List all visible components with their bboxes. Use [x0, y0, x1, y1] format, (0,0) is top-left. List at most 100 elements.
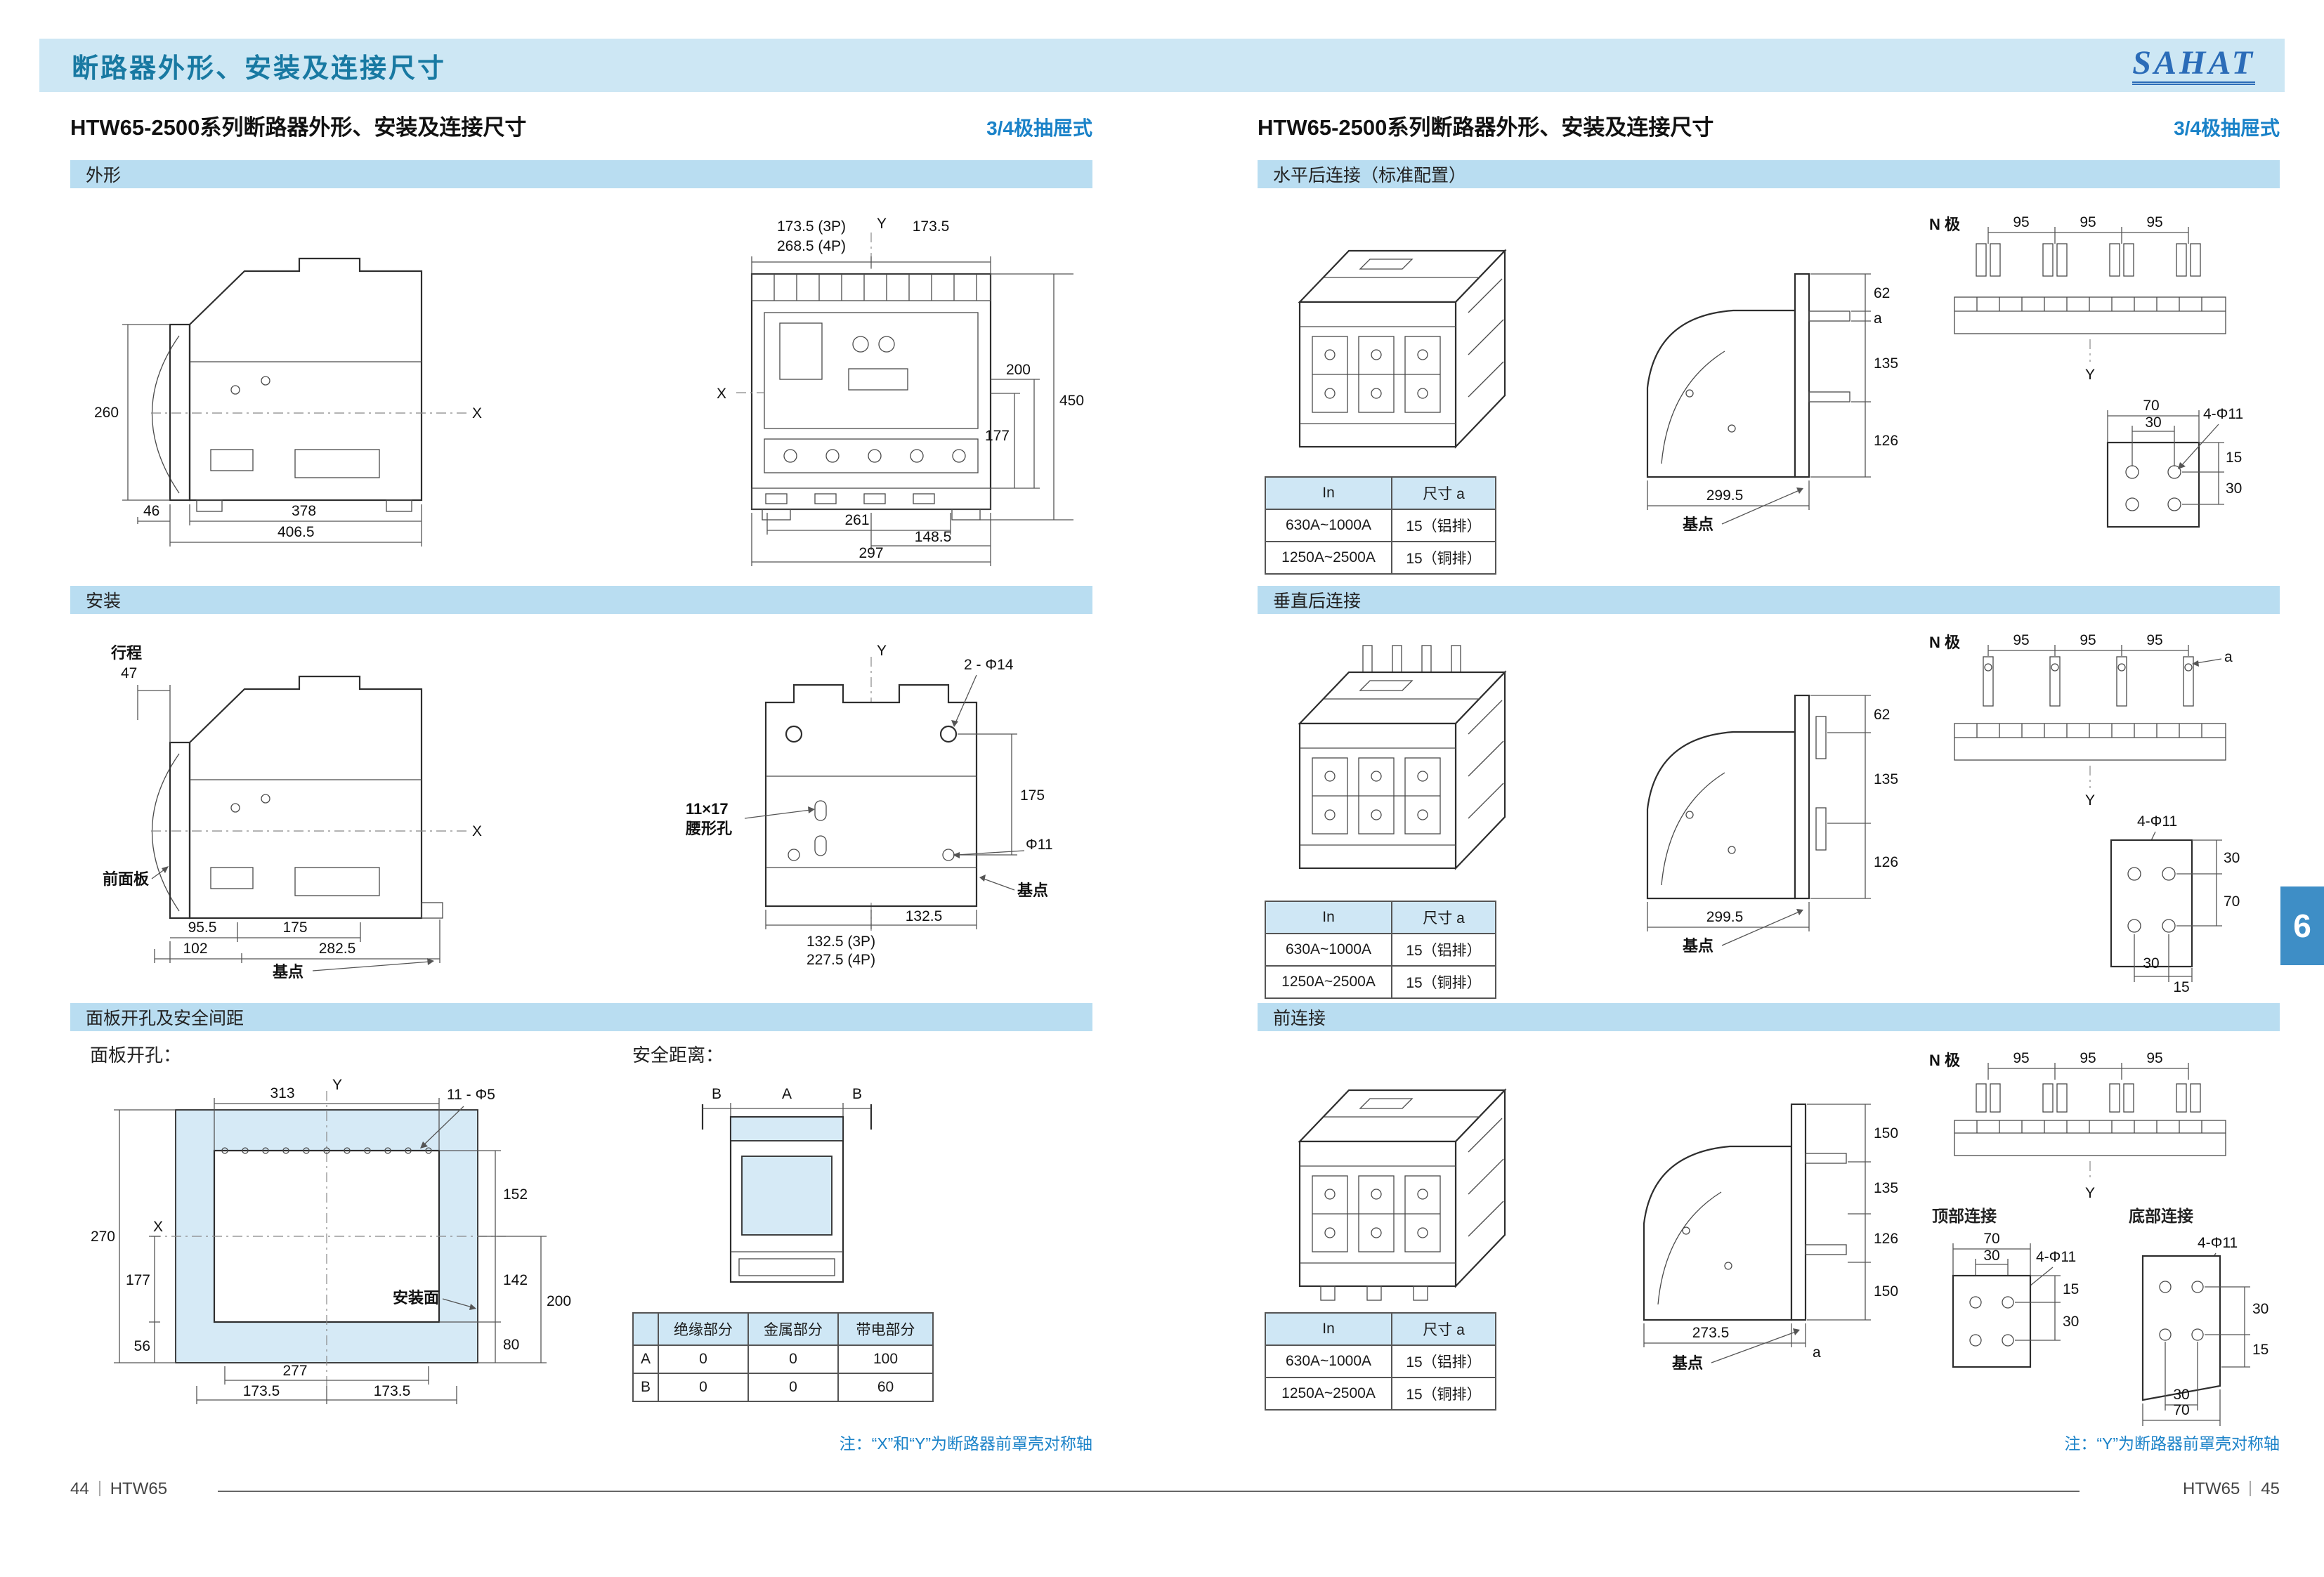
dim-177: 177	[126, 1272, 150, 1288]
current-size-table: In 尺寸 a 630A~1000A 15（铝排） 1250A~2500A 15…	[1265, 901, 1496, 999]
dim-95-2: 95	[2080, 1050, 2096, 1066]
dim-297: 297	[859, 545, 883, 561]
brand-logo: SAHAT	[2132, 45, 2255, 85]
table-row: B 0 0 60	[632, 1373, 934, 1402]
cell: 0	[748, 1344, 840, 1374]
cell: 1250A~2500A	[1265, 1377, 1392, 1411]
section-bar-horizontal: 水平后连接（标准配置）	[1258, 160, 2280, 188]
row-name: B	[632, 1373, 660, 1402]
table-header-row: 绝缘部分 金属部分 带电部分	[632, 1312, 934, 1346]
col-metal: 金属部分	[748, 1312, 840, 1346]
section-title: 垂直后连接	[1273, 591, 1362, 611]
dim-95-1: 95	[2013, 1050, 2029, 1066]
dim-173-left: 173.5	[243, 1383, 280, 1399]
cutout-subtitle: 面板开孔：	[90, 1045, 182, 1066]
section-title: 外形	[86, 166, 122, 185]
cell: 15（铜排）	[1391, 541, 1496, 575]
section-bar-front: 前连接	[1258, 1003, 2280, 1031]
cradle-profile-horizontal-drawing: 62 a 135 126 299.5 基点	[1646, 273, 1898, 533]
dim-b30: 30	[2143, 955, 2159, 971]
cell: 15（铝排）	[1391, 933, 1496, 967]
top-connection-label: 顶部连接	[1932, 1207, 1997, 1225]
table-header-row: In 尺寸 a	[1265, 901, 1496, 934]
cradle-profile-vertical-drawing: 62 135 126 299.5 基点	[1646, 694, 1898, 955]
dim-b30: 30	[2173, 1387, 2189, 1403]
safety-subtitle: 安全距离：	[632, 1045, 724, 1066]
col-live: 带电部分	[837, 1312, 934, 1346]
dim-450: 450	[1059, 393, 1084, 409]
dim-70: 70	[2224, 894, 2240, 910]
table-header-row: In 尺寸 a	[1265, 476, 1496, 510]
dim-273-5: 273.5	[1692, 1325, 1730, 1341]
axis-y-label: Y	[332, 1077, 342, 1093]
base-point-label: 基点	[1672, 1354, 1703, 1372]
safety-distance-table: 绝缘部分 金属部分 带电部分 A 0 0 100 B 0 0 60	[632, 1312, 934, 1402]
col-in: In	[1265, 901, 1392, 934]
holes-4x11-label: 4-Φ11	[2203, 406, 2243, 422]
dim-95-3: 95	[2146, 632, 2162, 648]
right-page-title: HTW65-2500系列断路器外形、安装及连接尺寸	[1258, 115, 1714, 140]
footer-separator	[2250, 1481, 2252, 1496]
right-page-footer: HTW65 45	[2094, 1479, 2280, 1499]
page-title: 断路器外形、安装及连接尺寸	[72, 53, 447, 84]
dim-46: 46	[143, 503, 159, 519]
dim-a: a	[1874, 310, 1882, 327]
dim-132-right: 132.5	[906, 908, 943, 924]
dim-135: 135	[1874, 771, 1898, 787]
table-row: 630A~1000A 15（铝排）	[1265, 1344, 1496, 1378]
front-panel-label: 前面板	[103, 870, 150, 888]
dim-95-3: 95	[2146, 1050, 2162, 1066]
dim-70: 70	[2143, 398, 2159, 414]
dim-299-5: 299.5	[1706, 909, 1744, 925]
footer-divider-line	[218, 1491, 2080, 1492]
dim-313: 313	[270, 1085, 294, 1101]
terminal-holes-vertical-drawing: 4-Φ11 30 70 30 15	[2110, 813, 2240, 995]
page-header: 断路器外形、安装及连接尺寸 SAHAT	[39, 39, 2285, 92]
cell: 60	[837, 1373, 934, 1402]
model-name: HTW65	[110, 1479, 168, 1498]
dim-142: 142	[503, 1272, 528, 1288]
footer-separator	[98, 1481, 100, 1496]
dim-a: a	[1813, 1344, 1821, 1361]
left-type-label: 3/4极抽屉式	[986, 117, 1092, 139]
dim-277: 277	[282, 1363, 307, 1379]
cell: 15（铝排）	[1391, 509, 1496, 542]
cell: 1250A~2500A	[1265, 541, 1392, 575]
terminal-holes-horizontal-drawing: 70 30 4-Φ11 15 30	[2106, 398, 2243, 528]
holes-4x11-label: 4-Φ11	[2036, 1249, 2076, 1265]
dim-200: 200	[1006, 362, 1031, 378]
page-number: 45	[2261, 1479, 2280, 1498]
section-title: 安装	[86, 591, 122, 611]
base-point-label: 基点	[1683, 516, 1713, 533]
section-bar-panel: 面板开孔及安全间距	[70, 1003, 1092, 1031]
cell: 100	[837, 1344, 934, 1374]
table-header-row: In 尺寸 a	[1265, 1312, 1496, 1346]
col-size-a: 尺寸 a	[1391, 476, 1496, 510]
left-page-note: 注：“X”和“Y”为断路器前罩壳对称轴	[839, 1434, 1092, 1453]
dim-47: 47	[121, 665, 137, 681]
dim-95-2: 95	[2080, 214, 2096, 230]
axis-y-label: Y	[2085, 367, 2095, 383]
dim-175: 175	[1020, 787, 1045, 804]
slot-name-label: 腰形孔	[685, 820, 732, 837]
current-size-table: In 尺寸 a 630A~1000A 15（铝排） 1250A~2500A 15…	[1265, 1312, 1496, 1411]
install-side-view-drawing: X 行程 47 前面板 95.5 175 102 282.5 基点	[103, 644, 482, 981]
current-size-table: In 尺寸 a 630A~1000A 15（铝排） 1250A~2500A 15…	[1265, 476, 1496, 575]
dim-62: 62	[1874, 285, 1890, 301]
cell: 630A~1000A	[1265, 1344, 1392, 1378]
n-pole-label: N 极	[1929, 1052, 1961, 1069]
cradle-profile-front-drawing: 150 135 126 150 273.5 a 基点	[1643, 1103, 1898, 1372]
dim-70: 70	[1983, 1231, 1999, 1247]
axis-x-label: X	[472, 405, 482, 421]
dim-30: 30	[2145, 414, 2161, 431]
dim-15: 15	[2226, 450, 2242, 466]
table-row: 1250A~2500A 15（铜排）	[1265, 965, 1496, 999]
dim-b70: 70	[2173, 1402, 2189, 1418]
dim-261: 261	[844, 512, 869, 528]
dim-62: 62	[1874, 707, 1890, 723]
model-name: HTW65	[2182, 1479, 2240, 1498]
table-row: 1250A~2500A 15（铜排）	[1265, 541, 1496, 575]
slot-size-label: 11×17	[686, 800, 729, 818]
dim-177: 177	[985, 428, 1010, 444]
